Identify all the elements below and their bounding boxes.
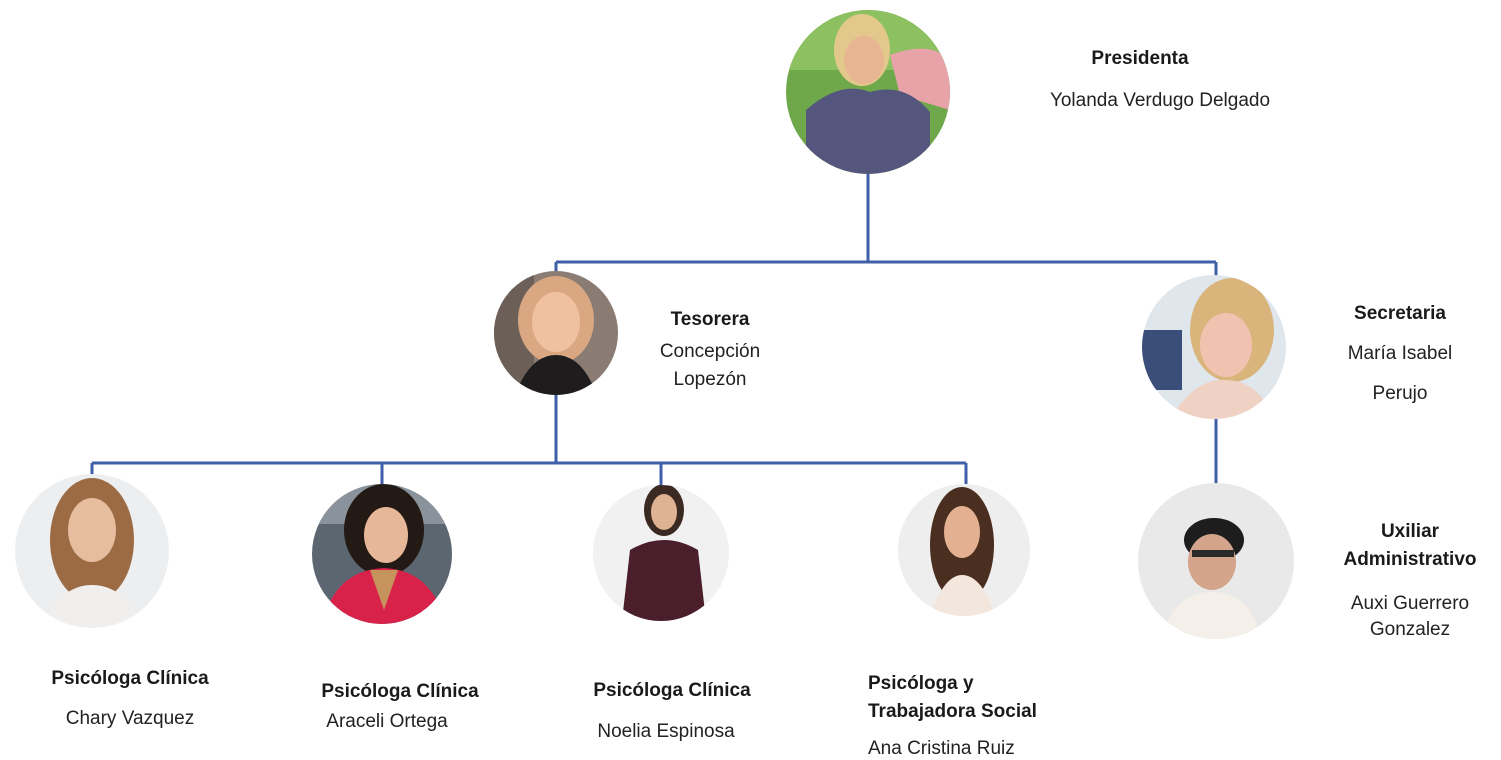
- photo-presidenta: [786, 10, 950, 174]
- connector-lines: [90, 174, 1218, 490]
- photo-chary: [15, 474, 169, 628]
- name-secretaria: María Isabel Perujo: [1347, 343, 1453, 404]
- role-auxiliar: Uxiliar Administrativo: [1343, 521, 1477, 570]
- name-tesorera: Concepción Lopezón: [659, 341, 761, 390]
- role-araceli: Psicóloga Clínica: [321, 681, 479, 702]
- role-secretaria: Secretaria: [1354, 303, 1446, 324]
- photo-noelia: [593, 485, 729, 621]
- name-noelia: Noelia Espinosa: [597, 721, 735, 742]
- name-ana: Ana Cristina Ruiz: [868, 738, 1015, 759]
- role-ana: Psicóloga y Trabajadora Social: [868, 673, 1037, 722]
- name-presidenta: Yolanda Verdugo Delgado: [1049, 90, 1271, 111]
- name-araceli: Araceli Ortega: [326, 711, 448, 732]
- photo-secretaria: [1142, 275, 1286, 419]
- role-noelia: Psicóloga Clínica: [593, 680, 751, 701]
- role-presidenta: Presidenta: [1091, 48, 1189, 69]
- photo-tesorera: [494, 271, 618, 395]
- photo-araceli: [312, 484, 452, 624]
- role-chary: Psicóloga Clínica: [51, 668, 209, 689]
- name-chary: Chary Vazquez: [65, 708, 195, 729]
- name-auxiliar: Auxi Guerrero Gonzalez: [1350, 593, 1470, 640]
- photo-auxiliar: [1138, 483, 1294, 639]
- photo-ana: [898, 484, 1030, 616]
- role-tesorera: Tesorera: [670, 309, 750, 330]
